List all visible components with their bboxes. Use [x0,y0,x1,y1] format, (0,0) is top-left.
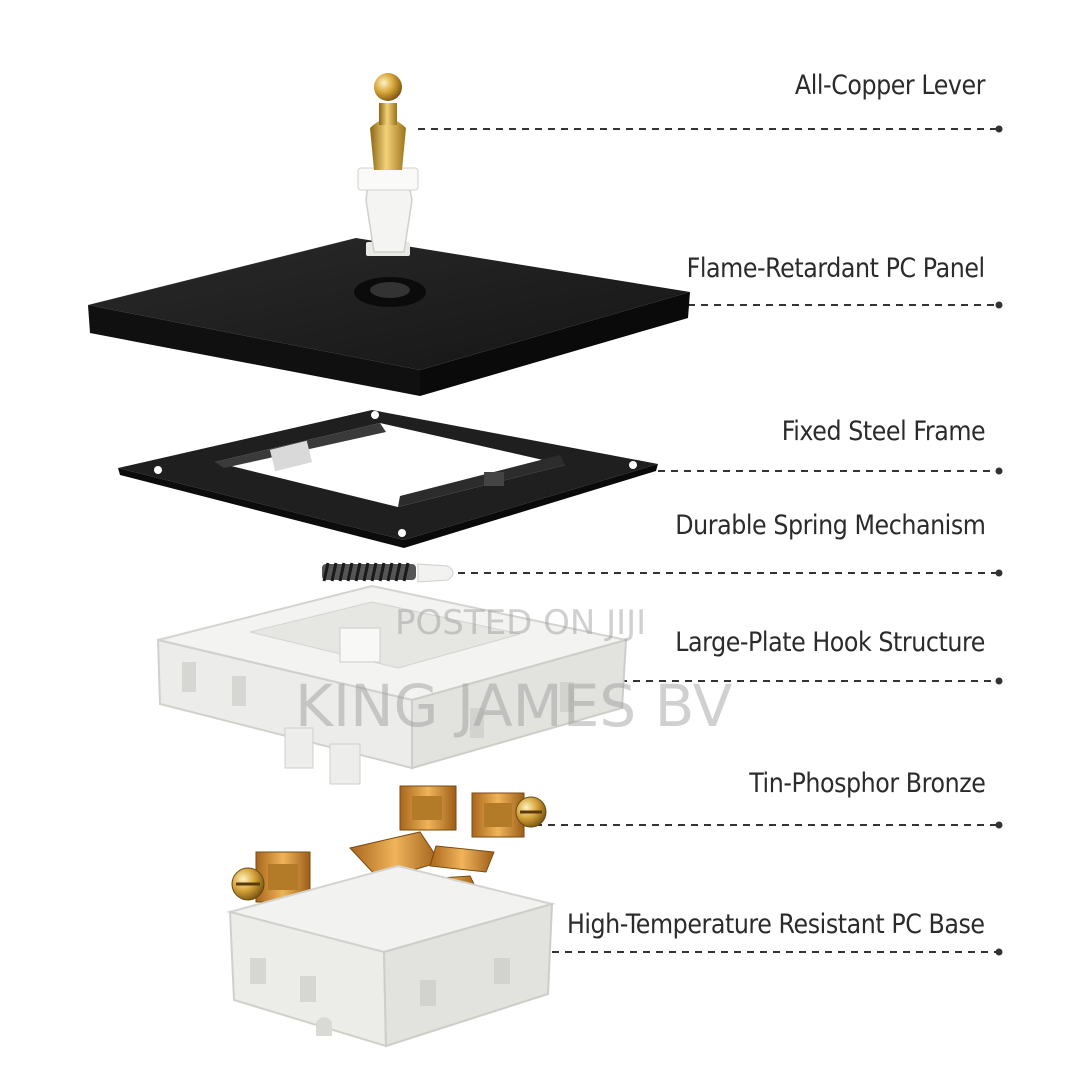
label-large-plate-hook: Large-Plate Hook Structure [675,627,985,658]
steel-frame [118,410,658,548]
label-flame-retardant-panel: Flame-Retardant PC Panel [686,253,985,284]
label-pc-base: High-Temperature Resistant PC Base [567,909,985,940]
pc-base [226,864,556,1048]
label-durable-spring: Durable Spring Mechanism [674,510,986,541]
hook-structure [156,584,628,785]
label-all-copper-lever: All-Copper Lever [794,70,986,101]
watermark-seller: KING JAMES BV [295,672,733,740]
pc-panel [88,238,690,396]
leader-lines [418,125,1003,956]
label-fixed-steel-frame: Fixed Steel Frame [781,416,986,447]
label-tin-phosphor-bronze: Tin-Phosphor Bronze [748,768,986,799]
copper-lever [357,73,419,256]
watermark-posted-on: POSTED ON JIJI [395,603,647,643]
spring [322,562,454,583]
